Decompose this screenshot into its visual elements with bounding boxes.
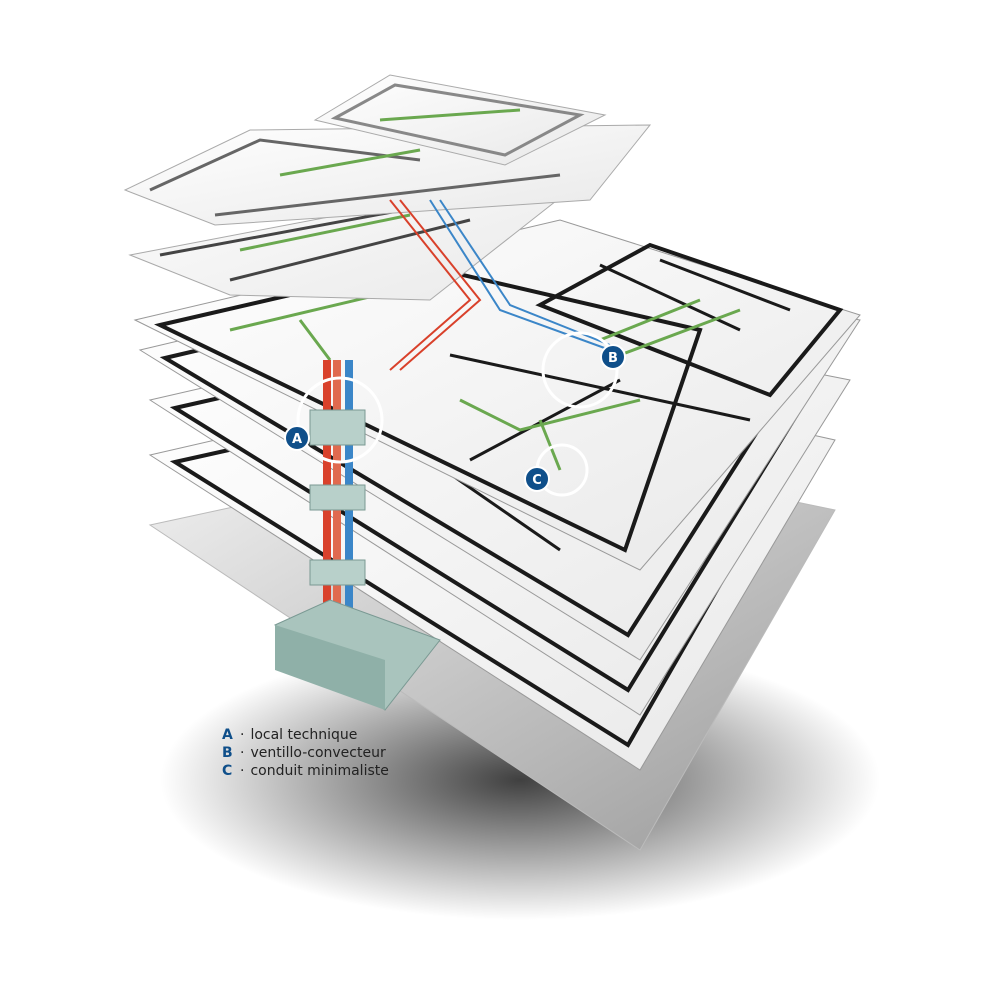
- legend-item-a: A · local technique: [222, 726, 389, 744]
- legend-label: conduit minimaliste: [250, 763, 389, 779]
- callout-b: [541, 331, 619, 409]
- legend-separator: ·: [240, 763, 245, 779]
- badge-a: A: [284, 425, 310, 451]
- legend-item-b: B · ventillo-convecteur: [222, 744, 389, 762]
- callout-a: [296, 376, 384, 464]
- legend-key: B: [222, 745, 233, 761]
- legend-label: ventillo-convecteur: [250, 745, 386, 761]
- legend-label: local technique: [250, 727, 358, 743]
- legend: A · local technique B · ventillo-convect…: [222, 726, 389, 780]
- floor-7-top: [313, 74, 607, 166]
- badge-a-label: A: [292, 432, 302, 447]
- legend-separator: ·: [240, 727, 245, 743]
- badge-c-label: C: [532, 473, 542, 488]
- badge-b: B: [600, 344, 626, 370]
- legend-key: A: [222, 727, 233, 743]
- legend-separator: ·: [240, 745, 245, 761]
- legend-item-c: C · conduit minimaliste: [222, 762, 389, 780]
- badge-b-label: B: [608, 351, 618, 366]
- floor-6: [123, 124, 652, 226]
- badge-c: C: [524, 466, 550, 492]
- technical-column: [274, 409, 441, 711]
- legend-key: C: [222, 763, 233, 779]
